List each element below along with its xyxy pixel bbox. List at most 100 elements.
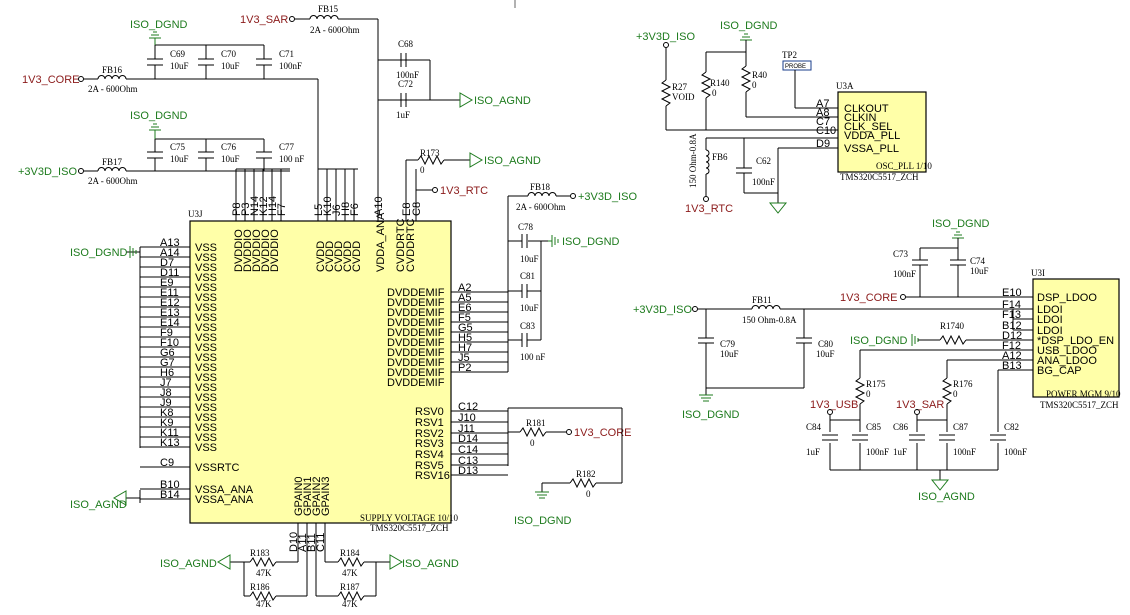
fb16-ref: FB16 [102, 65, 123, 75]
r182-resistor[interactable] [569, 477, 597, 489]
c71-val: 100nF [279, 61, 302, 71]
u3j-right-name: DVDDEMIF [387, 307, 445, 319]
net-3v3d-iso-osc: +3V3D_ISO [636, 31, 695, 43]
u3j-top-pin-name: CVDDRTC [405, 218, 417, 272]
u3j-top-pin-name: DVDDIO [251, 229, 263, 272]
u3j-pin-name: VSS [195, 402, 217, 414]
r181-ref: R181 [526, 418, 546, 428]
c62-ref: C62 [756, 156, 771, 166]
net-3v3d-iso-pm: +3V3D_ISO [633, 304, 692, 316]
u3j-pin-name: VSS [195, 242, 217, 254]
r184-ref: R184 [340, 548, 360, 558]
tp2-probe[interactable] [782, 60, 812, 71]
u3j-pin-name: VSS [195, 312, 217, 324]
fb11-val: 150 Ohm-0.8A [742, 315, 797, 325]
c85-ref: C85 [866, 422, 882, 432]
u3j-pin-name: VSS [195, 332, 217, 344]
c78-ref: C78 [518, 222, 534, 232]
u3j-right-name: DVDDEMIF [387, 327, 445, 339]
c68-ref: C68 [398, 39, 414, 49]
r186-resistor[interactable] [249, 590, 277, 602]
net-port [570, 193, 576, 199]
net-iso-dgnd-4: ISO_DGND [562, 236, 620, 248]
u3j-pin-num: E13 [160, 307, 180, 319]
net-1v3-rtc: 1V3_RTC [440, 185, 488, 197]
u3j-pin-num: F9 [160, 327, 173, 339]
net-port [432, 187, 438, 193]
fb17-val: 2A - 600Ohm [88, 176, 138, 186]
c73-val: 100nF [893, 269, 916, 279]
u3i-pin-name: LDOI [1037, 325, 1063, 337]
r175-ref: R175 [866, 379, 886, 389]
dgnd-symbol [149, 31, 161, 45]
u3i-part: TMS320C5517_ZCH [1040, 400, 1119, 410]
u3j-top-pin-num: F6 [349, 203, 361, 216]
r140-resistor[interactable] [700, 71, 712, 99]
dgnd-symbol [740, 33, 752, 41]
u3j-pin-num: E11 [160, 287, 179, 299]
r40-resistor[interactable] [740, 65, 752, 93]
r183-resistor[interactable] [249, 556, 277, 568]
net-iso-dgnd-pm2: ISO_DGND [682, 409, 740, 421]
u3j-top-pin-num: E8 [401, 203, 413, 216]
c71-ref: C71 [279, 49, 294, 59]
dgnd-symbol [952, 231, 964, 239]
u3j-top-pin-name: CVDD [351, 241, 363, 272]
r175-resistor[interactable] [854, 377, 866, 405]
r173-resistor[interactable] [417, 154, 445, 166]
c84-val: 1uF [806, 447, 820, 457]
u3j-top-pin-name: CVDD [315, 241, 327, 272]
u3j-top-pin-name: DVDDIO [260, 229, 272, 272]
u3j-pin-num: K9 [160, 417, 173, 429]
fb16-val: 2A - 600Ohm [88, 84, 138, 94]
c69-ref: C69 [170, 49, 186, 59]
u3i-chip[interactable] [1032, 278, 1120, 398]
u3j-top-pin-num: P8 [231, 203, 243, 216]
c75-val: 10uF [170, 154, 189, 164]
net-3v3d-iso-left: +3V3D_ISO [18, 166, 77, 178]
fb6-ferrite[interactable] [705, 149, 710, 175]
fb11-ferrite[interactable] [751, 305, 781, 310]
u3i-pin-name: *DSP_LDO_EN [1037, 335, 1114, 347]
c80-val: 10uF [816, 349, 835, 359]
u3j-pin-name: VSS [195, 252, 217, 264]
tp2-val: PROBE [785, 64, 806, 70]
u3j-chip[interactable] [189, 220, 452, 524]
c82-ref: C82 [1004, 422, 1019, 432]
r183-ref: R183 [250, 548, 270, 558]
u3i-pin-name: LDOI [1037, 304, 1063, 316]
fb17-ferrite[interactable] [97, 167, 127, 172]
u3j-pin-name: VSS [195, 322, 217, 334]
r27-resistor[interactable] [660, 79, 672, 107]
r1740-resistor[interactable] [939, 334, 967, 346]
u3j-right-num: H5 [458, 332, 472, 344]
r140-val: 0 [712, 88, 717, 98]
u3a-pin-name: CLKOUT [844, 103, 889, 115]
fb15-ferrite[interactable] [309, 15, 339, 20]
fb16-ferrite[interactable] [97, 75, 127, 80]
net-1v3-core-left: 1V3_CORE [22, 74, 79, 86]
u3j-top-pin-name: CVDD [333, 241, 345, 272]
u3j-part: TMS320C5517_ZCH [370, 523, 449, 533]
u3j-top-pin-num: A10 [373, 196, 385, 216]
c77-val: 100 nF [279, 154, 304, 164]
c70-val: 10uF [221, 61, 240, 71]
r176-val: 0 [953, 389, 958, 399]
net-iso-agnd-2: ISO_AGND [474, 95, 531, 107]
u3j-pin-name: VSS [195, 382, 217, 394]
r187-val: 47K [342, 599, 358, 609]
net-port [827, 409, 833, 415]
r187-resistor[interactable] [337, 590, 365, 602]
net-1v3-sar-pm: 1V3_SAR [896, 399, 944, 411]
u3a-chip[interactable] [837, 91, 927, 173]
c69-val: 10uF [170, 61, 189, 71]
fb18-ferrite[interactable] [527, 192, 557, 197]
net-port [900, 294, 906, 300]
u3a-pin-name: CLKIN [844, 112, 876, 124]
c70-ref: C70 [221, 49, 237, 59]
r181-resistor[interactable] [519, 426, 547, 438]
r140-ref: R140 [710, 78, 730, 88]
u3j-rsv-name: RSV16 [415, 470, 450, 482]
r184-resistor[interactable] [337, 556, 365, 568]
r176-resistor[interactable] [941, 377, 953, 405]
